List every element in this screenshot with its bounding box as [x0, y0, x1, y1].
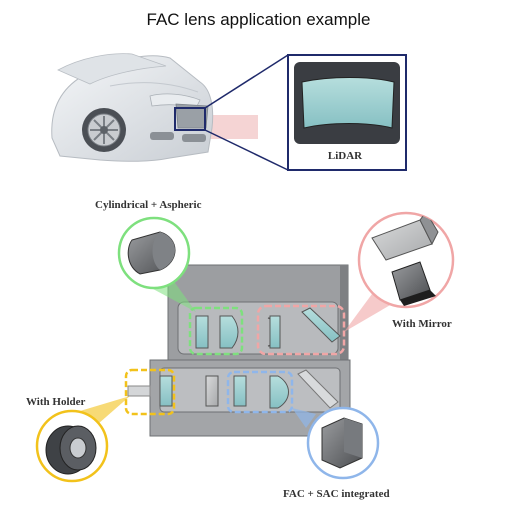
with-mirror-callout — [357, 211, 455, 309]
with-holder-label: With Holder — [26, 396, 86, 408]
with-holder-callout — [35, 409, 109, 483]
fac-sac-label: FAC + SAC integrated — [283, 488, 390, 500]
lidar-label: LiDAR — [327, 150, 363, 162]
pink-callout-pointer — [344, 294, 392, 332]
fac-sac-box — [226, 370, 294, 414]
cylindrical-aspheric-callout — [117, 216, 191, 290]
fac-sac-callout — [306, 406, 380, 480]
car-illustration — [51, 53, 258, 162]
lidar-window — [301, 77, 395, 129]
with-mirror-label: With Mirror — [392, 318, 452, 330]
with-mirror-box — [256, 304, 346, 356]
cylindrical-aspheric-label: Cylindrical + Aspheric — [95, 199, 202, 211]
cylindrical-aspheric-box — [188, 306, 244, 356]
with-holder-box — [124, 368, 176, 416]
blue-callout-pointer — [292, 408, 316, 428]
lidar-zoom-panel — [287, 54, 407, 171]
page-title: FAC lens application example — [146, 10, 371, 29]
lidar-location-box — [174, 107, 206, 131]
